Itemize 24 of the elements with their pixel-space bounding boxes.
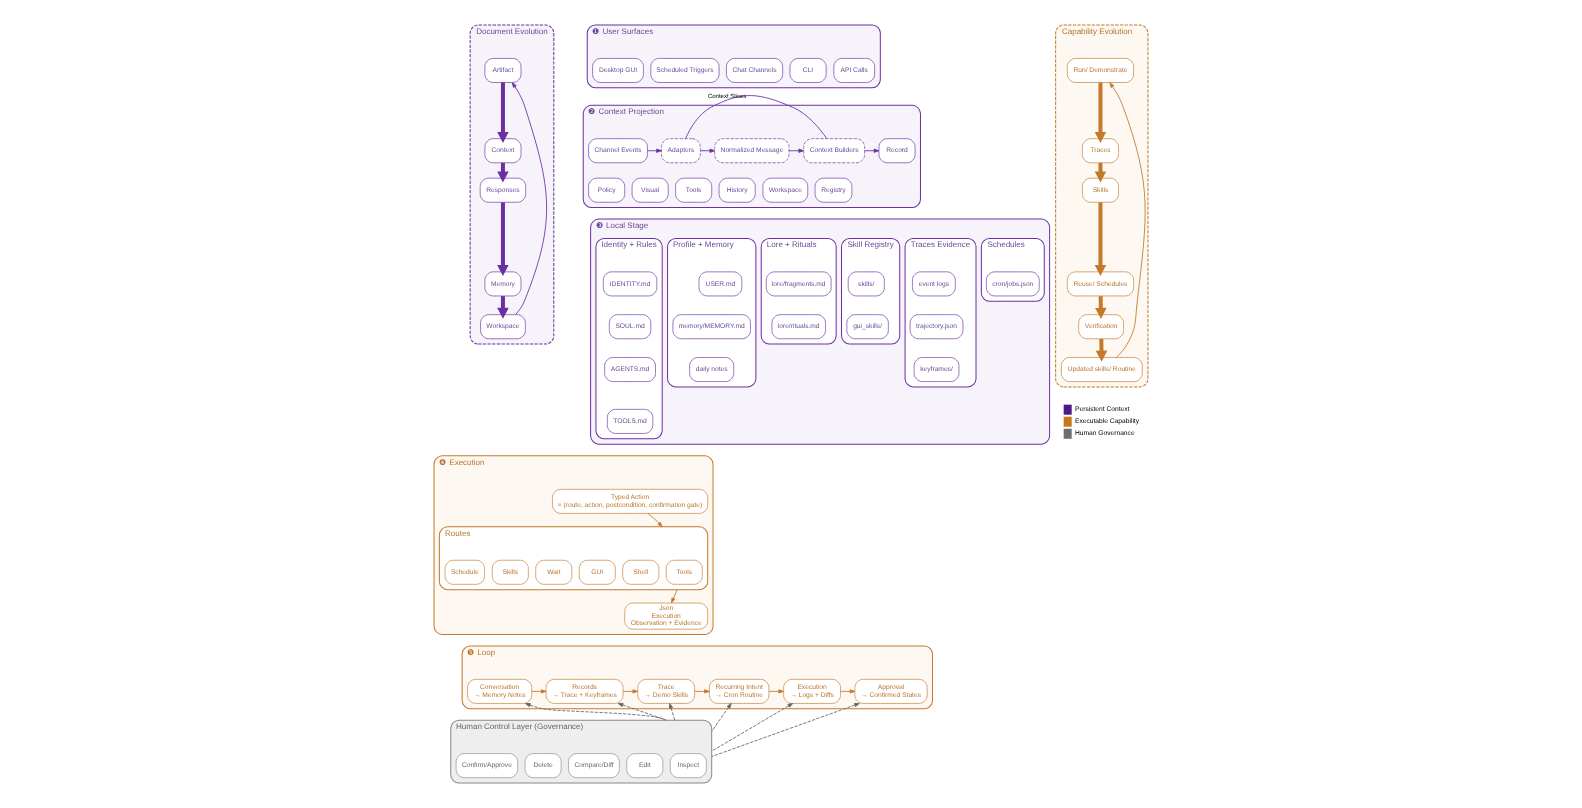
arrow: [669, 703, 676, 721]
arrow: [864, 148, 880, 153]
arrow: [647, 513, 663, 528]
arrow: [622, 689, 639, 694]
arrow: [617, 703, 667, 721]
arrow: [694, 689, 710, 694]
arrow: [788, 148, 804, 153]
arrow: [497, 82, 509, 143]
arrow: [840, 689, 856, 694]
arrow: [1094, 82, 1107, 143]
arrow: [711, 703, 794, 752]
arrow: [671, 589, 678, 604]
arrow: [531, 689, 547, 694]
arrow: [1094, 202, 1107, 276]
arrow: [700, 148, 716, 153]
arrow: [525, 703, 667, 721]
arrow: [511, 82, 547, 315]
arrow: [647, 148, 662, 153]
arrow: [1109, 82, 1146, 358]
arrow: [768, 689, 784, 694]
arrow: [497, 202, 509, 276]
arrow: [711, 703, 860, 757]
arrow: [711, 703, 732, 732]
connector: [685, 95, 828, 140]
